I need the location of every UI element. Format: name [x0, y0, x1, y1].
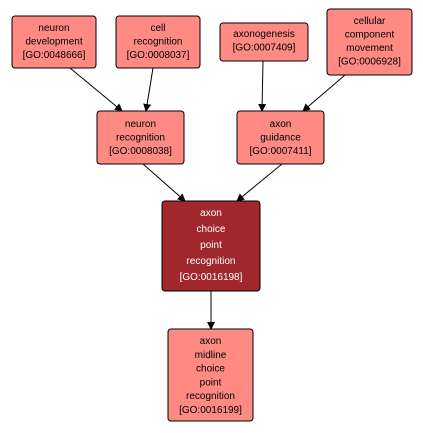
node-label-line: point: [200, 377, 222, 388]
node-label-line: [GO:0016198]: [180, 272, 243, 283]
node-box[interactable]: [96, 110, 185, 165]
node-axon-midline-choice-point-recognition[interactable]: axon midline choice point recognition [GO:001…: [167, 328, 254, 422]
node-axon-choice-point-recognition[interactable]: axon choice point recognition [GO:0016198]: [161, 200, 261, 292]
node-label-line: recognition: [187, 256, 236, 267]
node-label-line: [GO:0006928]: [338, 57, 401, 68]
node-label-line: neuron: [38, 23, 69, 34]
node-box[interactable]: [115, 15, 201, 69]
node-label-line: [GO:0008037]: [127, 50, 190, 61]
edge-cellular-component-movement-to-axon-guidance: [302, 74, 346, 112]
node-label-line: component: [345, 30, 395, 41]
node-label-line: recognition: [134, 37, 183, 48]
node-label-line: [GO:0008038]: [109, 146, 172, 157]
node-label-line: choice: [197, 224, 226, 235]
node-box[interactable]: [11, 15, 97, 69]
node-box[interactable]: [167, 328, 254, 422]
edge-cell-recognition-to-neuron-recognition: [143, 67, 154, 112]
node-label-line: midline: [195, 350, 227, 361]
edge-axonogenesis-to-axon-guidance: [258, 60, 267, 112]
node-neuron-development[interactable]: neuron development [GO:0048666]: [11, 15, 97, 69]
node-label-line: axon: [200, 336, 222, 347]
node-label-line: development: [25, 37, 82, 48]
node-axonogenesis[interactable]: axonogenesis [GO:0007409]: [219, 22, 309, 62]
edge-neuron-recognition-to-axon-choice-point-recognition: [142, 163, 186, 202]
node-label-line: cell: [150, 23, 165, 34]
node-label-line: [GO:0007411]: [249, 146, 311, 157]
node-cellular-component-movement[interactable]: cellular component movement [GO:0006928]: [326, 8, 413, 76]
node-box[interactable]: [236, 110, 325, 165]
node-label-line: [GO:0007409]: [233, 43, 296, 54]
edges: [69, 60, 346, 330]
edge-neuron-development-to-neuron-recognition: [69, 67, 123, 112]
node-label-line: recognition: [116, 133, 165, 144]
node-box[interactable]: [326, 8, 413, 76]
node-box[interactable]: [219, 22, 309, 62]
node-neuron-recognition[interactable]: neuron recognition [GO:0008038]: [96, 110, 185, 165]
node-label-line: [GO:0048666]: [23, 50, 86, 61]
node-cell-recognition[interactable]: cell recognition [GO:0008037]: [115, 15, 201, 69]
node-label-line: choice: [196, 364, 225, 375]
node-box[interactable]: [161, 200, 261, 292]
node-label-line: movement: [346, 43, 393, 54]
node-label-line: axon: [270, 119, 292, 130]
node-label-line: neuron: [125, 119, 156, 130]
node-label-line: cellular: [354, 16, 386, 27]
node-label-line: axonogenesis: [233, 29, 295, 40]
node-axon-guidance[interactable]: axon guidance [GO:0007411]: [236, 110, 325, 165]
node-label-line: guidance: [260, 133, 301, 144]
node-label-line: point: [200, 240, 222, 251]
node-label-line: axon: [200, 208, 222, 219]
node-label-line: recognition: [186, 391, 235, 402]
edge-axon-guidance-to-axon-choice-point-recognition: [236, 163, 283, 202]
node-label-line: [GO:0016199]: [179, 405, 242, 416]
